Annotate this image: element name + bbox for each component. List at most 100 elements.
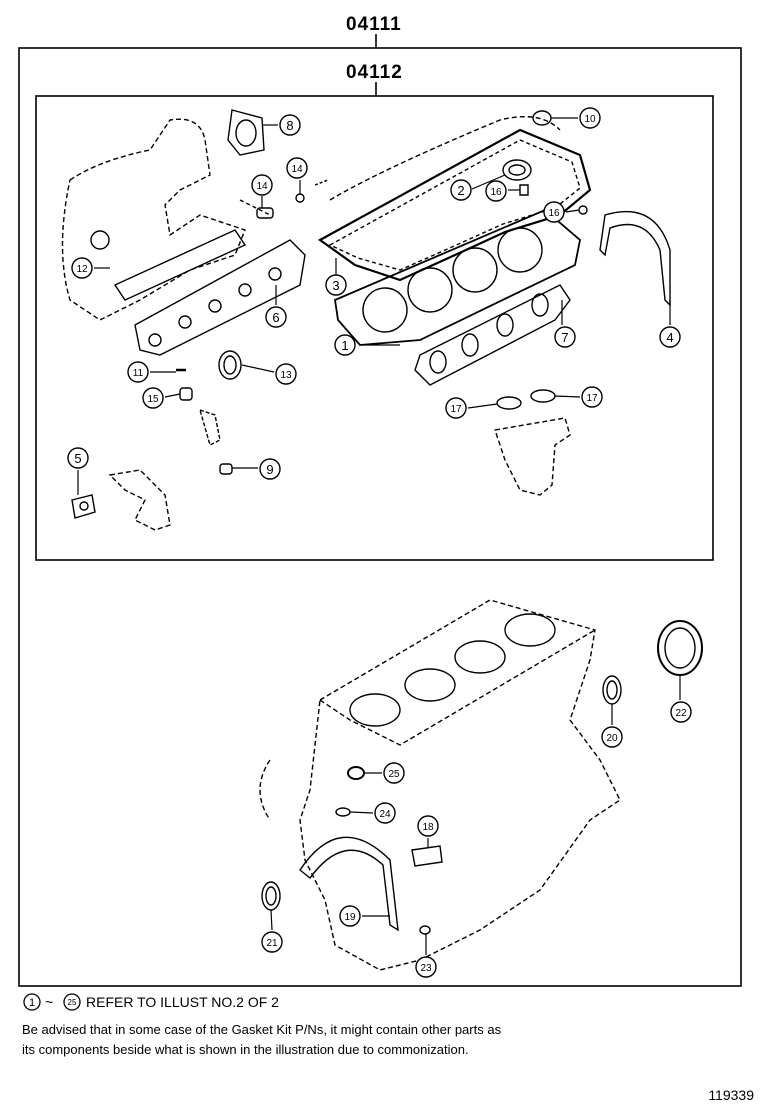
advice-note: Be advised that in some case of the Gask… xyxy=(22,1020,722,1060)
plug-16-b xyxy=(578,205,588,215)
svg-text:24: 24 xyxy=(379,809,391,820)
refer-circled-numbers: 1 25 xyxy=(23,993,81,1011)
intake-manifold-outline xyxy=(61,118,246,321)
ring-17-a xyxy=(496,396,522,410)
svg-text:25: 25 xyxy=(388,769,400,780)
callout-10: 10 xyxy=(579,107,601,129)
cylinder-block-outline xyxy=(299,599,621,971)
gasket-5 xyxy=(71,494,96,519)
callout-20: 20 xyxy=(601,726,623,748)
head-cover-gasket-3 xyxy=(317,128,592,282)
svg-text:6: 6 xyxy=(272,310,279,325)
callout-25: 25 xyxy=(383,762,405,784)
plug-23 xyxy=(419,925,431,935)
seal-20 xyxy=(602,675,622,705)
callout-11: 11 xyxy=(127,361,149,383)
callout-5: 5 xyxy=(67,447,89,469)
callout-9: 9 xyxy=(259,458,281,480)
part-14-b xyxy=(295,193,305,203)
inner-kit-parts xyxy=(61,109,671,531)
svg-text:19: 19 xyxy=(344,912,356,923)
svg-text:23: 23 xyxy=(420,963,432,974)
seal-21 xyxy=(261,881,281,911)
part-14-a xyxy=(256,207,274,219)
illustration-number: 119339 xyxy=(708,1087,754,1103)
callout-13: 13 xyxy=(275,363,297,385)
svg-text:16: 16 xyxy=(490,187,502,198)
svg-text:13: 13 xyxy=(280,370,292,381)
ring-25 xyxy=(347,766,365,780)
inner-kit-frame xyxy=(35,95,714,561)
callout-6: 6 xyxy=(265,306,287,328)
bore-2 xyxy=(404,668,456,702)
svg-text:9: 9 xyxy=(266,462,273,477)
svg-text:14: 14 xyxy=(256,181,268,192)
gasket-18 xyxy=(411,845,443,867)
callout-8: 8 xyxy=(279,114,301,136)
svg-text:17: 17 xyxy=(450,404,462,415)
refer-text: REFER TO ILLUST NO.2 OF 2 xyxy=(86,994,279,1010)
cylinder-head-gasket-1 xyxy=(334,208,581,346)
svg-text:8: 8 xyxy=(286,118,293,133)
svg-text:1: 1 xyxy=(341,338,348,353)
callout-4: 4 xyxy=(659,326,681,348)
callout-22: 22 xyxy=(670,701,692,723)
svg-text:12: 12 xyxy=(76,264,88,275)
callout-21: 21 xyxy=(261,931,283,953)
callout-15: 15 xyxy=(142,387,164,409)
plug-16-a xyxy=(519,184,529,196)
callout-17-b: 17 xyxy=(581,386,603,408)
callout-16-b: 16 xyxy=(543,201,565,223)
svg-text:18: 18 xyxy=(422,822,434,833)
svg-text:22: 22 xyxy=(675,708,687,719)
callout-17-a: 17 xyxy=(445,397,467,419)
refer-end-circle: 25 xyxy=(63,993,81,1011)
callout-1: 1 xyxy=(334,334,356,356)
callout-2: 2 xyxy=(450,179,472,201)
callout-24: 24 xyxy=(374,802,396,824)
exhaust-gasket-6 xyxy=(134,239,306,356)
svg-text:16: 16 xyxy=(548,208,560,219)
callout-18: 18 xyxy=(417,815,439,837)
bore-1 xyxy=(349,693,401,727)
ring-17-b xyxy=(530,389,556,403)
kit-number-04111: 04111 xyxy=(346,14,402,35)
callout-leaders xyxy=(77,117,681,955)
part-24 xyxy=(335,807,351,817)
callout-12: 12 xyxy=(71,257,93,279)
callout-group: 1 2 3 4 5 6 7 8 9 10 11 12 13 14 14 15 1… xyxy=(67,107,692,978)
exhaust-gasket-7 xyxy=(414,284,571,386)
seal-2 xyxy=(502,159,532,181)
svg-text:15: 15 xyxy=(147,394,159,405)
svg-text:5: 5 xyxy=(74,451,81,466)
svg-text:10: 10 xyxy=(584,114,596,125)
block-parts xyxy=(259,599,703,971)
callout-7: 7 xyxy=(554,326,576,348)
callout-19: 19 xyxy=(339,905,361,927)
svg-text:7: 7 xyxy=(561,330,568,345)
callout-16-a: 16 xyxy=(485,180,507,202)
callout-3: 3 xyxy=(325,274,347,296)
part-9 xyxy=(219,463,233,475)
svg-text:17: 17 xyxy=(586,393,598,404)
gasket-8 xyxy=(227,109,265,156)
bore-3 xyxy=(454,640,506,674)
refer-start-circle: 1 xyxy=(23,993,41,1011)
refer-tilde: ~ xyxy=(45,994,53,1010)
grommet-15 xyxy=(179,387,193,401)
timing-cover-gasket-4 xyxy=(599,210,671,307)
retainer-gasket-19 xyxy=(299,836,399,932)
svg-text:20: 20 xyxy=(606,733,618,744)
advice-line-2: its components beside what is shown in t… xyxy=(22,1042,469,1057)
advice-line-1: Be advised that in some case of the Gask… xyxy=(22,1022,502,1037)
svg-text:3: 3 xyxy=(332,278,339,293)
svg-text:11: 11 xyxy=(133,368,144,379)
bore-4 xyxy=(504,613,556,647)
exhaust-pipe xyxy=(494,417,571,496)
manifold-gasket xyxy=(113,229,247,301)
callout-14-b: 14 xyxy=(286,157,308,179)
svg-text:21: 21 xyxy=(266,938,278,949)
svg-text:1: 1 xyxy=(29,997,35,1009)
o-ring-13 xyxy=(218,350,242,380)
